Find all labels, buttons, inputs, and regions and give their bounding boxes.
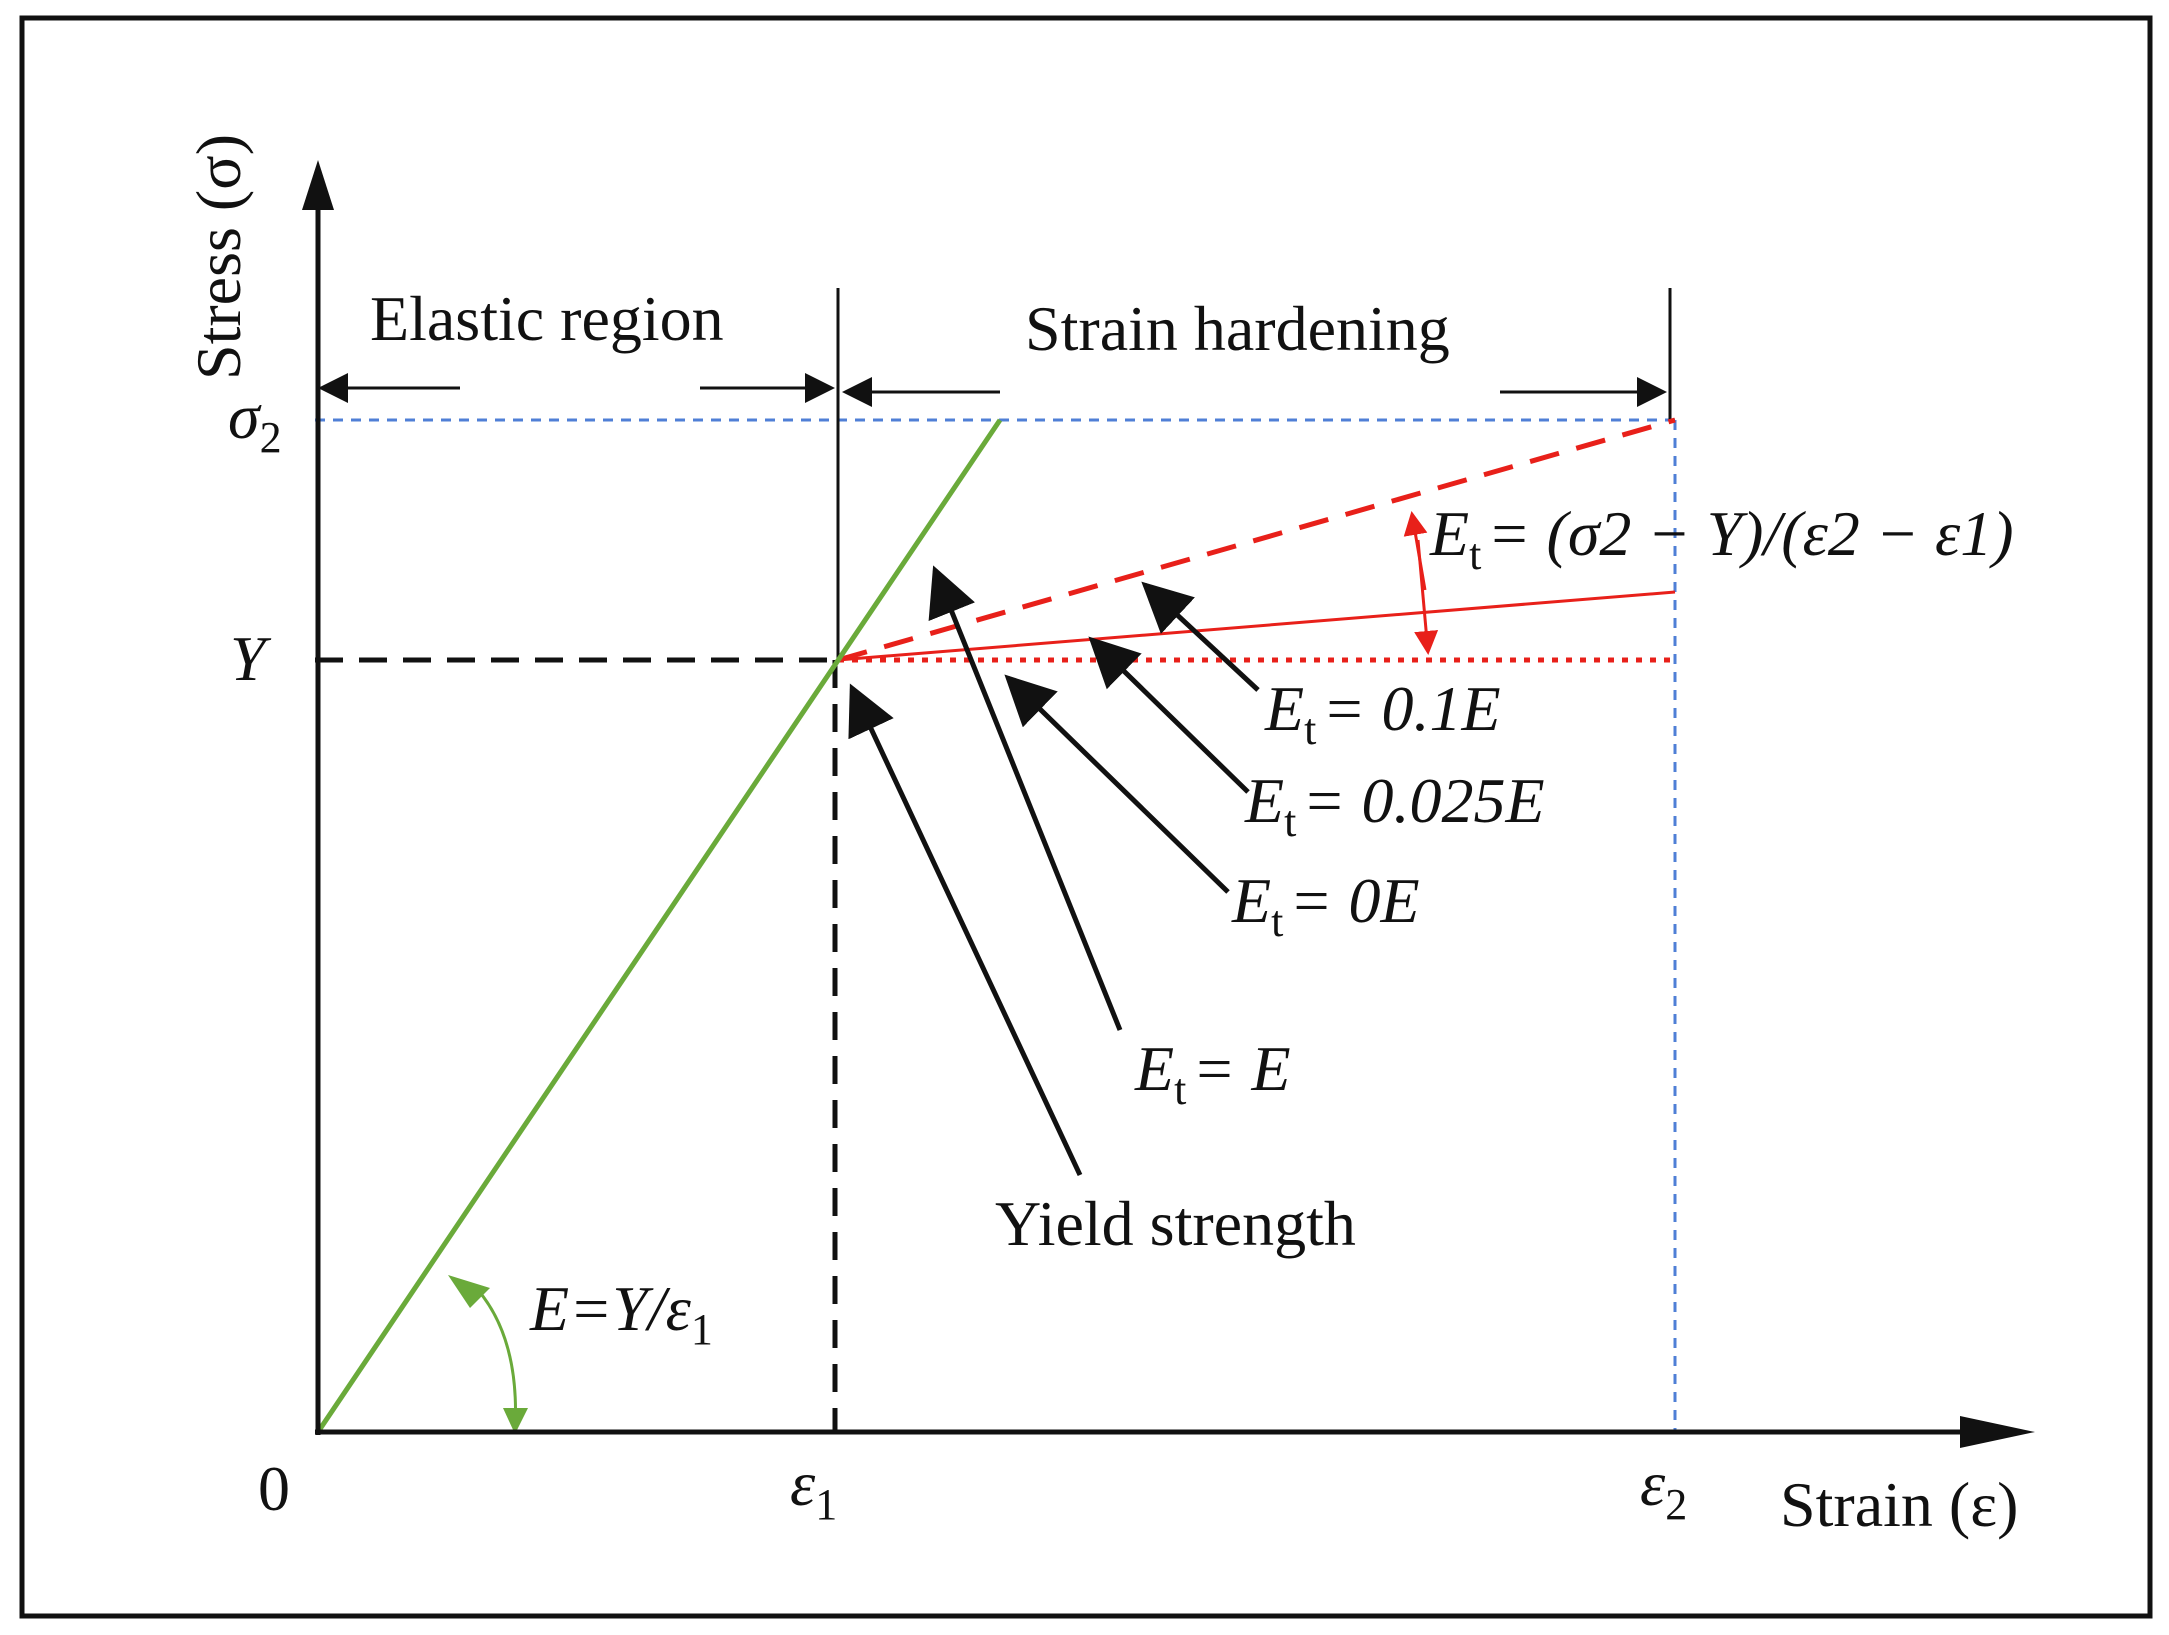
y-axis-label: Stress (σ) xyxy=(183,134,254,380)
et-e-label: Et= E xyxy=(1134,1033,1291,1114)
origin-label: 0 xyxy=(258,1453,290,1524)
et-0e-pointer-arrow xyxy=(1004,674,1230,894)
et-01e-label: Et= 0.1E xyxy=(1264,673,1501,754)
elastic-line xyxy=(315,418,1003,1434)
et-01e-line xyxy=(837,417,1676,663)
et-0025e-label: Et= 0.025E xyxy=(1244,765,1545,846)
et-e-pointer-arrow xyxy=(928,565,1123,1031)
y-axis-arrowhead xyxy=(302,160,334,210)
et-formula-label: Et= (σ2 − Y)/(ε2 − ε1) xyxy=(1429,498,2014,579)
et-0025e-line xyxy=(837,590,1676,662)
modulus-arrow-head-top xyxy=(448,1275,490,1308)
elastic-region-label: Elastic region xyxy=(370,283,724,354)
et-range-arrow-down xyxy=(1414,539,1439,655)
hardening-region-label: Strain hardening xyxy=(1025,293,1450,364)
et-0025e-pointer-arrow xyxy=(1088,636,1250,794)
et-0e-label: Et= 0E xyxy=(1231,865,1420,946)
yield-pointer-arrow xyxy=(848,683,1083,1177)
yield-strength-label: Yield strength xyxy=(995,1188,1356,1259)
sigma2-tick-label: σ2 xyxy=(228,381,282,462)
modulus-label: E=Y/ε1 xyxy=(529,1273,713,1354)
eps1-tick-label: ε1 xyxy=(790,1448,837,1529)
figure-border xyxy=(19,15,2153,1619)
eps2-tick-label: ε2 xyxy=(1640,1448,1687,1529)
et-01e-pointer-arrow xyxy=(1141,581,1260,692)
x-axis-label: Strain (ε) xyxy=(1780,1469,2018,1540)
modulus-arrow-head-bottom xyxy=(503,1408,528,1434)
yield-tick-label: Y xyxy=(230,623,272,694)
x-axis-arrowhead xyxy=(1960,1416,2035,1448)
